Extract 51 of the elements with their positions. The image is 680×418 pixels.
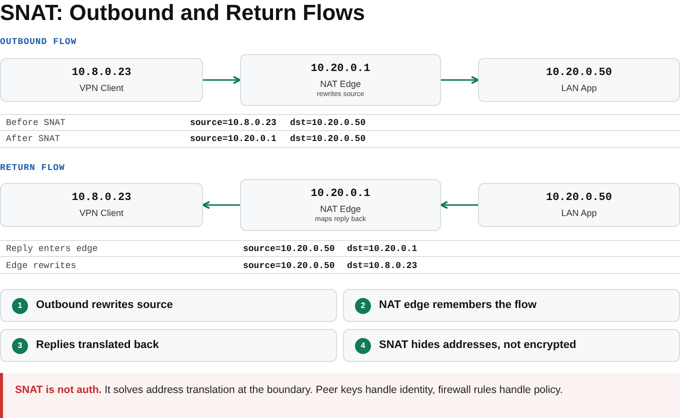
- summary-card: [0, 289, 337, 322]
- summary-text: NAT edge remembers the flow: [379, 299, 536, 311]
- step-number-badge: 3: [12, 338, 28, 354]
- ip-address: 10.20.0.1: [310, 188, 370, 200]
- summary-card: [0, 329, 337, 362]
- host-box: [240, 54, 441, 106]
- host-role: NAT Edge: [320, 204, 361, 214]
- callout-note: [0, 373, 680, 418]
- host-box: [478, 58, 680, 102]
- section-heading: OUTBOUND FLOW: [0, 37, 77, 47]
- ip-address: 10.8.0.23: [72, 67, 132, 79]
- step-number-badge: 2: [355, 298, 371, 314]
- summary-text: SNAT hides addresses, not encrypted: [379, 339, 576, 351]
- host-role: VPN Client: [79, 208, 124, 218]
- note-text: SNAT is not auth. It solves address translation at the boundary. Peer keys handle identity, firewall rules handle policy.: [15, 383, 564, 398]
- table-cell: dst=10.20.0.50: [290, 118, 366, 128]
- step-number-badge: 4: [355, 338, 371, 354]
- summary-text: Replies translated back: [36, 339, 159, 351]
- summary-card: [343, 289, 680, 322]
- host-box: [478, 183, 680, 227]
- step-number-badge: 1: [12, 298, 28, 314]
- table-cell: source=10.8.0.23: [190, 118, 276, 128]
- row-label: Edge rewrites: [6, 261, 76, 271]
- table-cell: source=10.20.0.50: [243, 261, 335, 271]
- summary-card: [343, 329, 680, 362]
- arrow: [203, 76, 241, 84]
- host-role: VPN Client: [79, 83, 124, 93]
- ip-address: 10.20.0.50: [546, 192, 612, 204]
- host-role: LAN App: [561, 208, 597, 218]
- section-heading: RETURN FLOW: [0, 163, 65, 173]
- row-label: Reply enters edge: [6, 244, 98, 254]
- table-cell: dst=10.8.0.23: [347, 261, 418, 271]
- table-cell: source=10.20.0.50: [243, 244, 335, 254]
- row-label: Before SNAT: [6, 118, 66, 128]
- host-box: [0, 183, 203, 227]
- arrow: [440, 200, 478, 210]
- row-label: After SNAT: [6, 134, 60, 144]
- table-cell: dst=10.20.0.1: [347, 244, 418, 254]
- ip-address: 10.20.0.50: [546, 67, 612, 79]
- arrow: [202, 200, 240, 210]
- ip-address: 10.8.0.23: [72, 192, 132, 204]
- host-box: [240, 179, 441, 231]
- summary-text: Outbound rewrites source: [36, 299, 173, 311]
- host-role: LAN App: [561, 83, 597, 93]
- table-cell: source=10.20.0.1: [190, 134, 276, 144]
- ip-address: 10.20.0.1: [310, 62, 370, 74]
- title: SNAT: Outbound and Return Flows: [0, 0, 365, 26]
- arrow: [441, 76, 479, 84]
- host-box: [0, 58, 203, 102]
- table-cell: dst=10.20.0.50: [290, 134, 366, 144]
- host-role: NAT Edge: [320, 78, 361, 88]
